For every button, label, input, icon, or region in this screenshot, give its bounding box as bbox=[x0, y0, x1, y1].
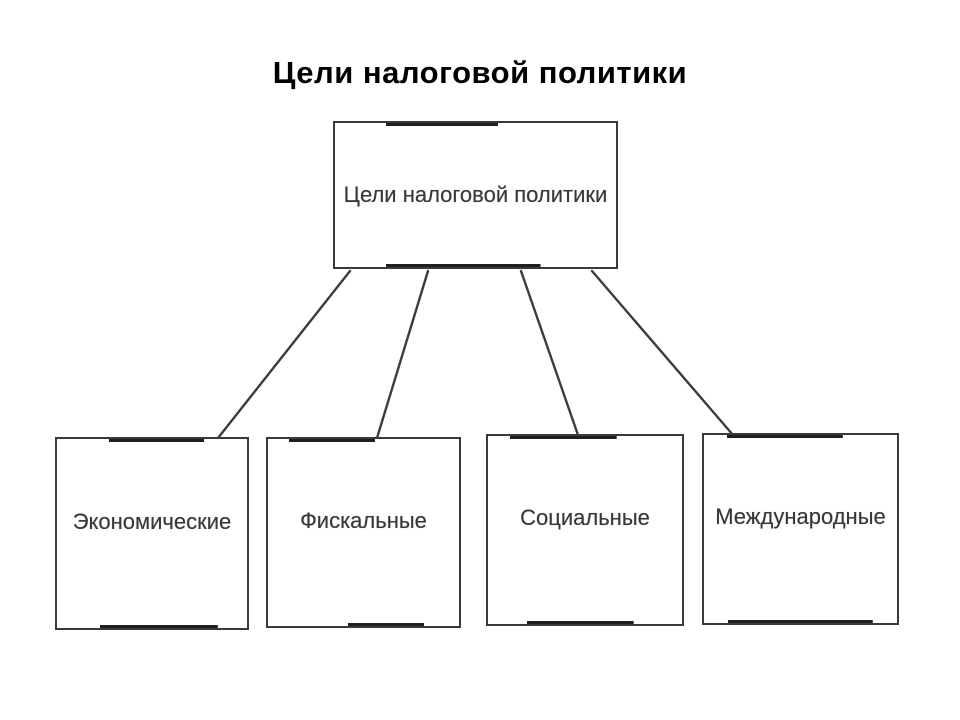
connector-root-to-fiscal bbox=[375, 269, 430, 440]
connector-root-to-international bbox=[590, 269, 735, 437]
child-node-international-label: Международные bbox=[715, 504, 886, 529]
child-node-fiscal: Фискальные bbox=[266, 437, 461, 628]
root-node-label: Цели налоговой политики bbox=[343, 182, 608, 207]
page-title: Цели налоговой политики bbox=[272, 55, 688, 90]
child-node-fiscal-label: Фискальные bbox=[300, 507, 427, 533]
child-node-economic-label: Экономические bbox=[72, 508, 232, 534]
child-node-social: Социальные bbox=[486, 434, 684, 626]
root-node: Цели налоговой политики bbox=[333, 121, 618, 269]
connector-root-to-social bbox=[519, 269, 580, 437]
child-node-international: Международные bbox=[702, 433, 899, 625]
child-node-social-label: Социальные bbox=[520, 505, 650, 530]
connector-root-to-economic bbox=[216, 269, 352, 440]
child-node-economic: Экономические bbox=[55, 437, 249, 630]
